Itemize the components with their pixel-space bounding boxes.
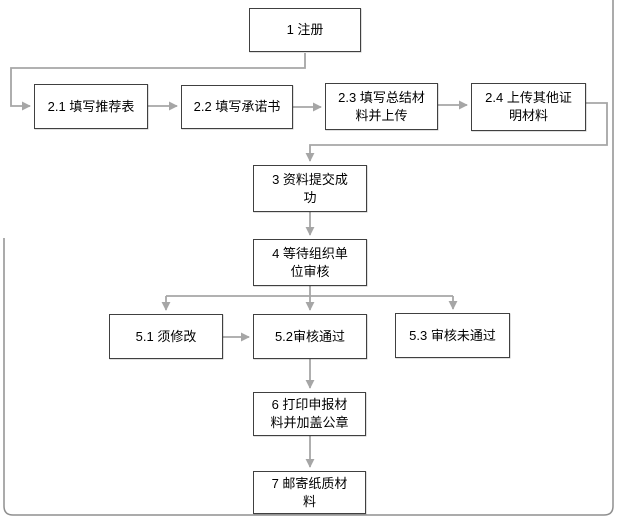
flow-node-print-and-stamp: 6 打印申报材 料并加盖公章: [253, 392, 366, 436]
flow-node-upload-other-proof-material: 2.4 上传其他证 明材料: [471, 83, 586, 131]
flow-node-fill-summary-material-upload: 2.3 填写总结材 料并上传: [325, 83, 438, 130]
flow-node-needs-modification: 5.1 须修改: [109, 314, 223, 359]
flow-node-register: 1 注册: [249, 8, 361, 52]
flow-node-fill-recommendation-form: 2.1 填写推荐表: [34, 84, 148, 129]
flow-node-review-not-passed: 5.3 审核未通过: [395, 313, 510, 358]
flow-node-wait-for-org-review: 4 等待组织单 位审核: [253, 239, 367, 286]
flow-node-submission-success: 3 资料提交成 功: [253, 165, 367, 212]
connector-4-branch-rail: [166, 286, 453, 297]
flow-node-fill-commitment-letter: 2.2 填写承诺书: [181, 85, 293, 129]
flow-node-mail-paper-material: 7 邮寄纸质材 料: [253, 471, 366, 514]
flow-node-review-passed: 5.2审核通过: [253, 314, 367, 359]
